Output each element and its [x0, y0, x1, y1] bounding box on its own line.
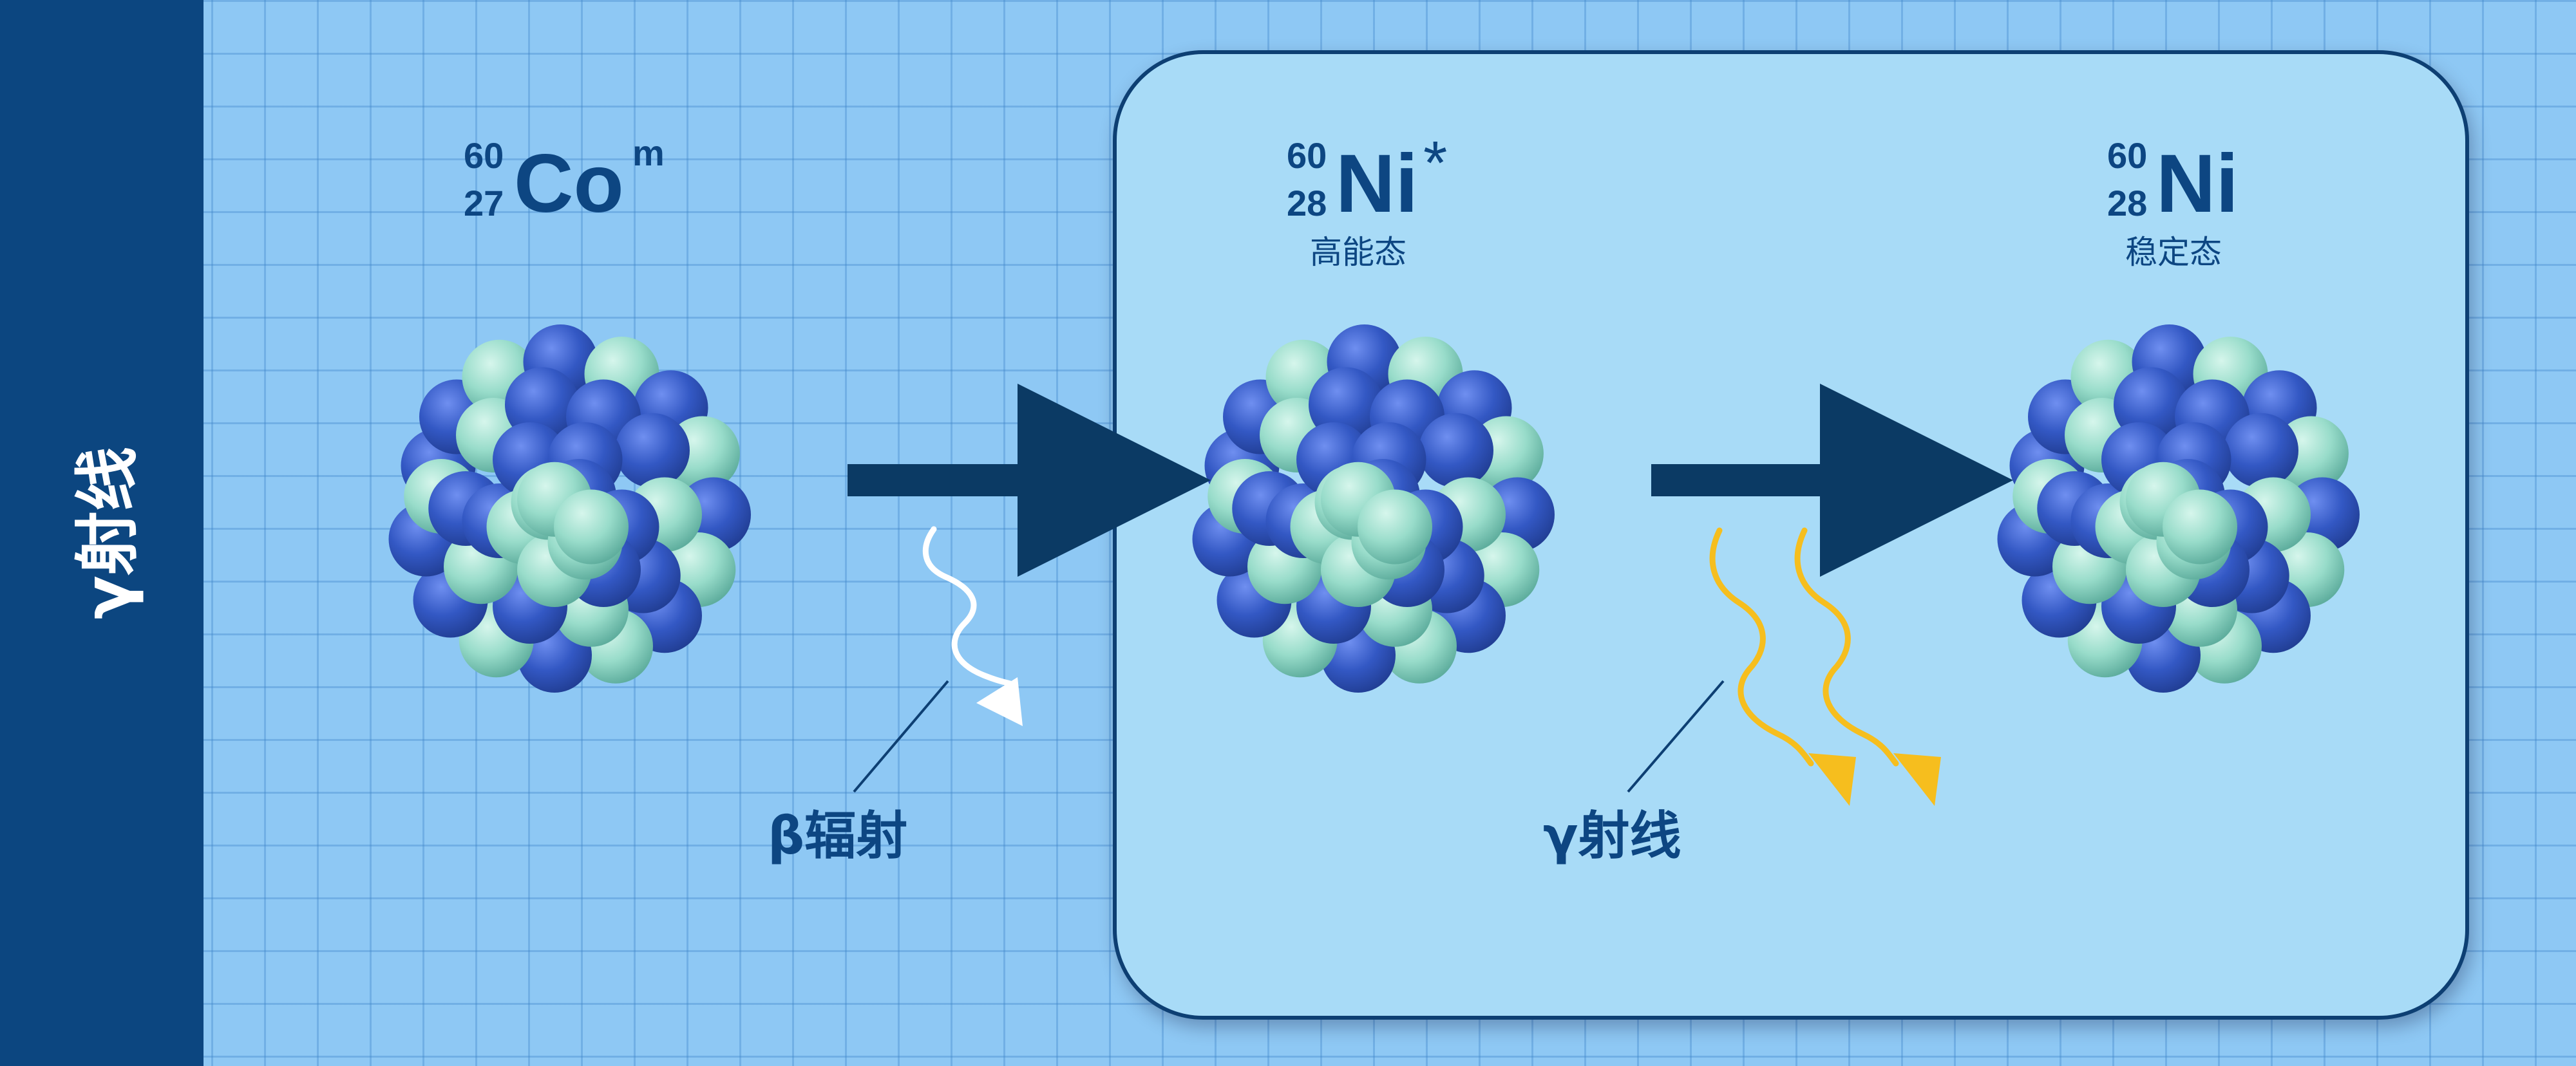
- gamma-ray-label: γ射线: [1543, 806, 1681, 866]
- nickel-60-stable-nucleus: [1997, 324, 2360, 693]
- atomic-number: 28: [1287, 183, 1327, 223]
- element-symbol: Co: [514, 138, 624, 230]
- element-symbol: Ni: [2156, 138, 2239, 230]
- atomic-number: 28: [2107, 183, 2148, 223]
- beta-ray-wave: [922, 526, 1016, 688]
- neutron-sphere: [2163, 489, 2237, 565]
- beta-radiation-label: β辐射: [768, 806, 908, 866]
- beta-leader-line: [853, 680, 949, 793]
- excited-state-label: 高能态: [1310, 234, 1406, 271]
- cobalt-60-nucleus: [388, 324, 751, 693]
- nickel-60-excited-nucleus: [1192, 324, 1555, 693]
- excited-mark: *: [1423, 129, 1448, 198]
- stable-state-label: 稳定态: [2125, 234, 2222, 271]
- gamma-ray-arrowhead-1: [1808, 753, 1856, 806]
- gamma-ray-wave-1: [1709, 527, 1814, 767]
- neutron-sphere: [1358, 489, 1432, 565]
- beta-ray-arrowhead: [976, 677, 1023, 726]
- proton-sphere: [615, 413, 690, 488]
- mass-number: 60: [1287, 135, 1327, 176]
- atomic-number: 27: [464, 183, 504, 223]
- gamma-ray-wave-2: [1794, 527, 1899, 767]
- neutron-sphere: [554, 489, 629, 565]
- mass-number: 60: [464, 135, 504, 176]
- element-symbol: Ni: [1336, 138, 1418, 230]
- proton-sphere: [1419, 413, 1493, 488]
- gamma-leader-line: [1627, 680, 1725, 793]
- proton-sphere: [2224, 413, 2298, 488]
- gamma-ray-arrowhead-2: [1893, 753, 1941, 806]
- mass-number: 60: [2107, 135, 2148, 176]
- metastable-mark: m: [632, 133, 665, 173]
- sidebar: γ射线: [0, 0, 204, 1066]
